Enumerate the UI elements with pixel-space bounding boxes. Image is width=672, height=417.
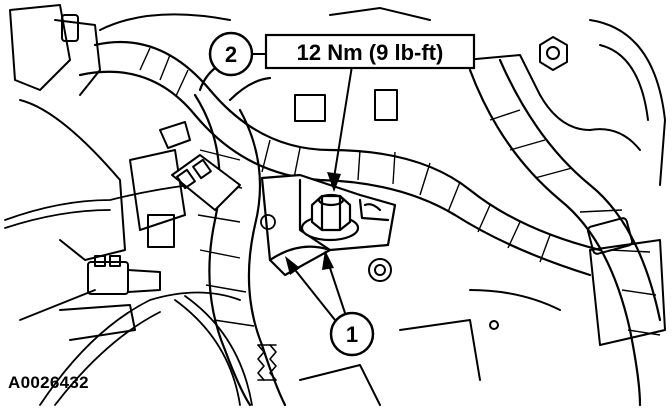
part-callout: 1 (329, 311, 375, 357)
harness-bolt (300, 193, 360, 242)
callout-2-number: 2 (225, 42, 237, 67)
harness-connector (159, 121, 241, 211)
torque-spec-label: 12 Nm (9 lb-ft) (297, 40, 444, 65)
callout-1-number: 1 (346, 322, 358, 347)
leader-lines (285, 65, 353, 321)
engine-background (9, 4, 666, 406)
callout-1-circle (329, 311, 375, 357)
torque-spec-box (264, 33, 476, 70)
bracket-hole (260, 214, 276, 230)
harness-tape-wraps (139, 47, 661, 336)
torque-callout: 2 12 Nm (9 lb-ft) (208, 31, 476, 77)
figure-id-label: A0026432 (8, 373, 89, 392)
